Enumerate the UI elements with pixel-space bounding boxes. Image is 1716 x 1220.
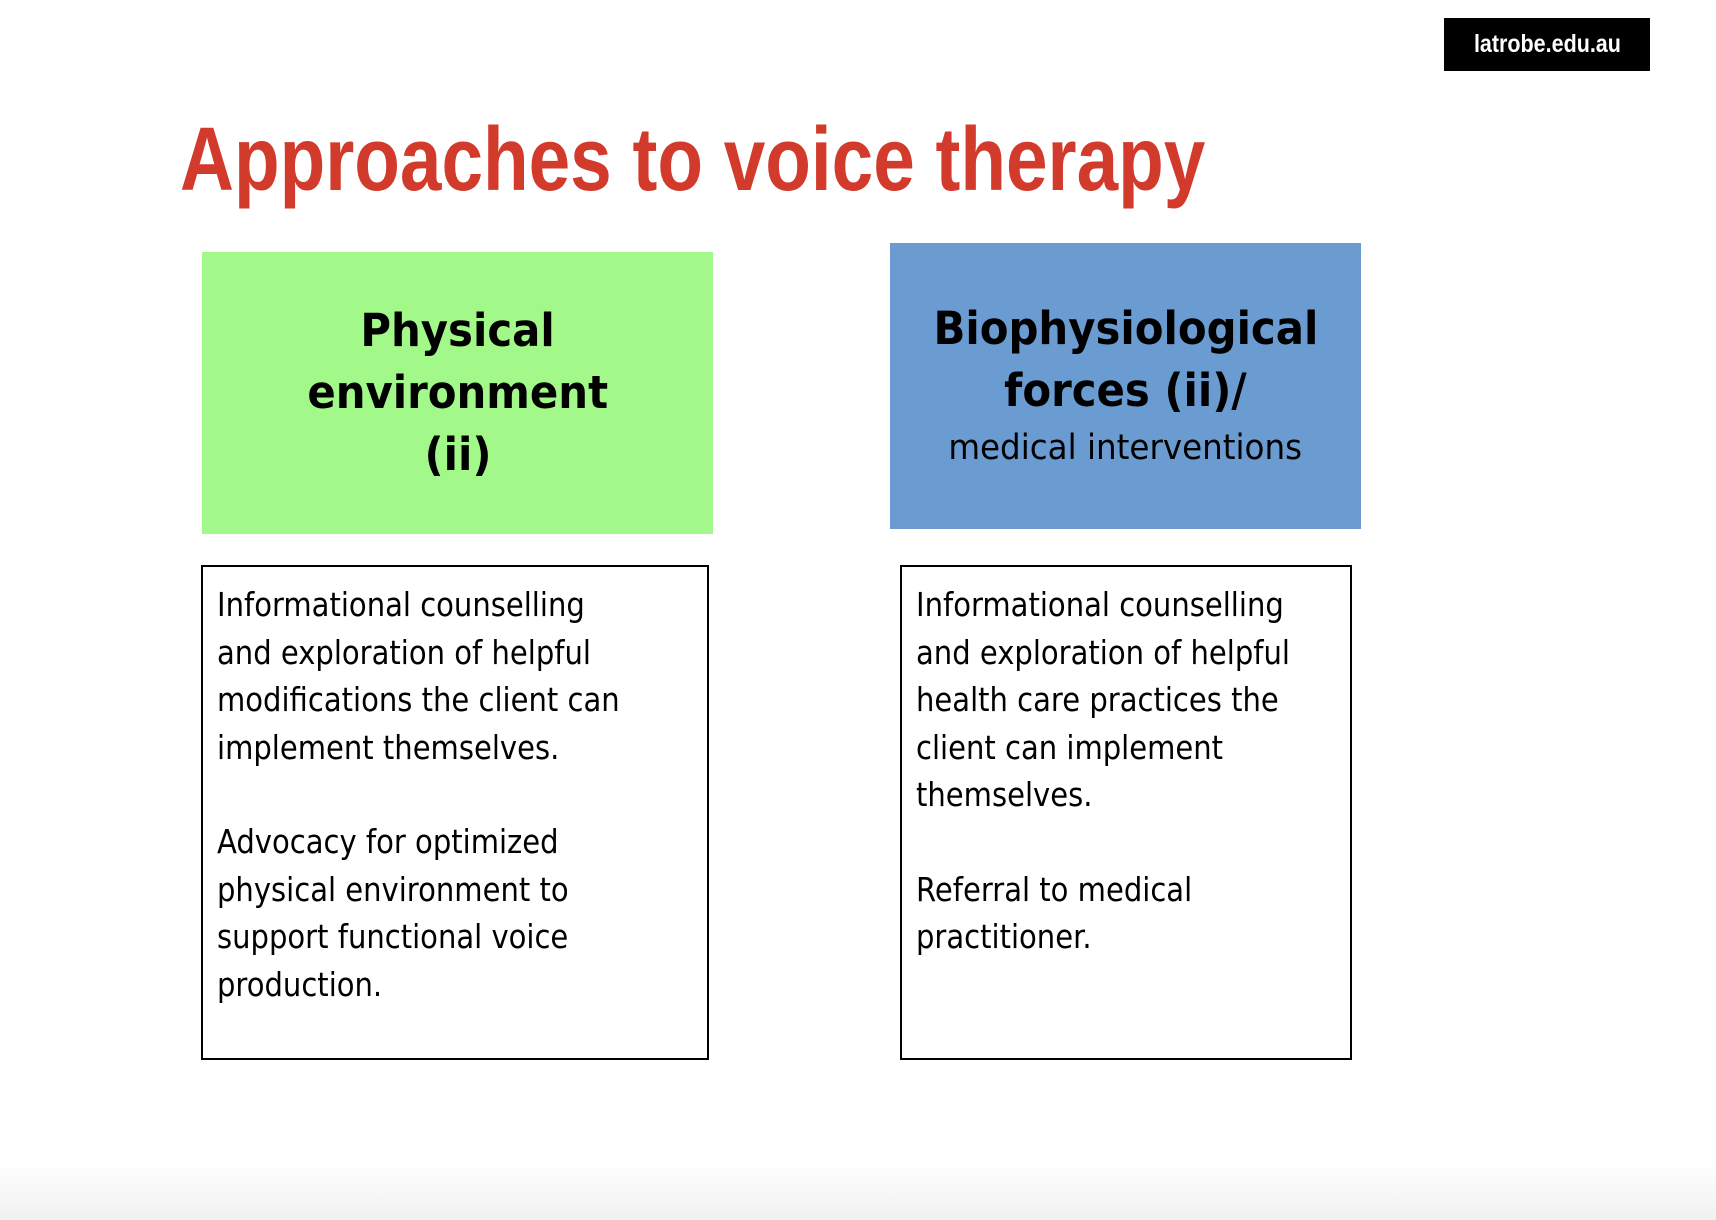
header-line: (ii) [424, 428, 491, 481]
content-paragraph: Advocacy for optimized physical environm… [217, 822, 569, 1004]
physical-environment-header: Physical environment (ii) [202, 252, 713, 534]
header-line: Biophysiological [933, 302, 1318, 355]
header-subtitle: medical interventions [948, 428, 1303, 468]
biophysiological-forces-content: Informational counselling and exploratio… [900, 565, 1352, 1060]
latrobe-logo-badge[interactable]: latrobe.edu.au [1444, 18, 1650, 71]
physical-environment-content: Informational counselling and exploratio… [201, 565, 709, 1060]
biophysiological-forces-header: Biophysiological forces (ii)/ medical in… [890, 243, 1361, 529]
slide-title: Approaches to voice therapy [180, 110, 1206, 210]
bottom-fade [0, 1160, 1716, 1220]
logo-text: latrobe.edu.au [1473, 30, 1621, 58]
content-paragraph: Informational counselling and exploratio… [916, 585, 1290, 814]
content-paragraph: Informational counselling and exploratio… [217, 585, 620, 767]
content-paragraph: Referral to medical practitioner. [916, 869, 1193, 957]
header-line: Physical [360, 304, 555, 357]
header-line: forces (ii)/ [1004, 364, 1247, 417]
header-line: environment [307, 366, 608, 419]
